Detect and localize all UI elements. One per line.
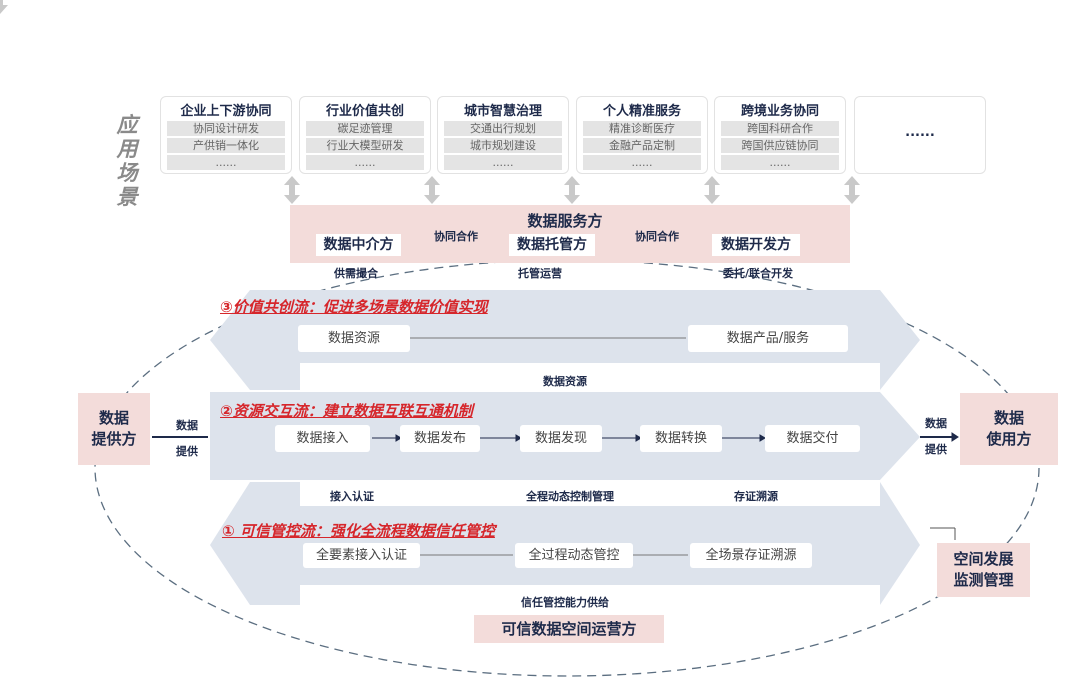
trust-link-strip <box>300 585 880 613</box>
data-resources-box[interactable]: 数据资源 <box>298 325 410 352</box>
consumer-name: 数据 <box>993 409 1024 427</box>
provide-label: 数据 <box>925 417 947 430</box>
scenario-card[interactable]: 个人精准服务精准诊断医疗金融产品定制...... <box>576 96 708 174</box>
step-box[interactable]: 全场景存证溯源 <box>690 543 812 568</box>
step-box[interactable]: 数据交付 <box>765 425 860 452</box>
monitor-label: 空间发展 <box>953 550 1014 568</box>
provider-name: 数据 <box>98 409 129 427</box>
resource-link-strip <box>300 482 880 506</box>
scenario-item: 产供销一体化 <box>167 138 285 153</box>
scenario-item: 跨国科研合作 <box>721 121 839 136</box>
trusted-space-operator-box[interactable]: 可信数据空间运营方 <box>474 615 664 643</box>
scenario-title: 个人精准服务 <box>602 104 681 119</box>
scenario-item: 交通出行规划 <box>444 121 562 136</box>
value-link-strip <box>300 363 880 390</box>
cooperation-label: 协同合作 <box>434 230 478 243</box>
scenario-item: ...... <box>306 155 424 170</box>
scenario-title: 跨境业务协同 <box>740 104 819 119</box>
link-label: 接入认证 <box>330 490 374 503</box>
scenario-card[interactable]: 企业上下游协同协同设计研发产供销一体化...... <box>160 96 292 174</box>
data-service-provider-title: 数据服务方 <box>527 212 603 230</box>
scenario-item: ...... <box>444 155 562 170</box>
link-label: 信任管控能力供给 <box>521 596 609 609</box>
provide-label: 提供 <box>925 443 947 456</box>
link-label: 存证溯源 <box>734 490 778 503</box>
scenario-item: 行业大模型研发 <box>306 138 424 153</box>
scenario-item: 城市规划建设 <box>444 138 562 153</box>
scenario-title: ...... <box>905 125 935 140</box>
consumer-name: 使用方 <box>986 430 1032 448</box>
scenario-title: 行业价值共创 <box>325 104 404 119</box>
scenario-card[interactable]: 行业价值共创碳足迹管理行业大模型研发...... <box>299 96 431 174</box>
link-label: 托管运营 <box>518 267 562 280</box>
scenario-item: ...... <box>721 155 839 170</box>
scenario-item: ...... <box>583 155 701 170</box>
monitor-label: 监测管理 <box>953 571 1014 589</box>
scenario-item: 精准诊断医疗 <box>583 121 701 136</box>
double-arrows <box>0 0 860 204</box>
step-box[interactable]: 数据发布 <box>400 425 480 452</box>
trust-flow-title: ① 可信管控流：强化全流程数据信任管控 <box>222 522 495 540</box>
provide-label: 提供 <box>176 445 198 458</box>
cooperation-label: 协同合作 <box>635 230 679 243</box>
data-custodian[interactable]: 数据托管方 <box>509 234 595 256</box>
scenario-item: 碳足迹管理 <box>306 121 424 136</box>
step-box[interactable]: 数据接入 <box>275 425 370 452</box>
scenario-card[interactable]: 城市智慧治理交通出行规划城市规划建设...... <box>437 96 569 174</box>
value-flow-title: ③价值共创流：促进多场景数据价值实现 <box>220 298 488 316</box>
link-label: 全程动态控制管理 <box>526 490 614 503</box>
scenario-title: 企业上下游协同 <box>180 104 272 119</box>
provider-name: 提供方 <box>91 430 137 448</box>
link-label: 供需撮合 <box>334 267 378 280</box>
link-label: 数据资源 <box>543 375 587 388</box>
scenario-item: 跨国供应链协同 <box>721 138 839 153</box>
scenario-item: ...... <box>167 155 285 170</box>
data-products-box[interactable]: 数据产品/服务 <box>688 325 848 352</box>
side-label-application-scenarios: 应用场景 <box>116 113 138 209</box>
data-developer[interactable]: 数据开发方 <box>712 234 800 256</box>
space-monitoring-box[interactable]: 空间发展监测管理 <box>937 543 1030 597</box>
data-intermediary[interactable]: 数据中介方 <box>316 234 401 256</box>
data-consumer-box[interactable]: 数据使用方 <box>960 393 1058 465</box>
scenario-title: 城市智慧治理 <box>463 104 542 119</box>
step-box[interactable]: 数据发现 <box>520 425 602 452</box>
scenario-card[interactable]: 跨境业务协同跨国科研合作跨国供应链协同...... <box>714 96 846 174</box>
scenario-item: 金融产品定制 <box>583 138 701 153</box>
scenario-item: 协同设计研发 <box>167 121 285 136</box>
resource-flow-title: ②资源交互流：建立数据互联互通机制 <box>220 402 473 420</box>
step-box[interactable]: 全要素接入认证 <box>303 543 420 568</box>
step-box[interactable]: 全过程动态管控 <box>515 543 633 568</box>
link-label: 委托/联合开发 <box>722 267 794 280</box>
space-boundary-ellipse <box>94 259 1040 677</box>
data-provider-box[interactable]: 数据提供方 <box>78 393 150 465</box>
scenario-card-more[interactable]: ...... <box>854 96 986 174</box>
step-box[interactable]: 数据转换 <box>640 425 722 452</box>
provide-label: 数据 <box>176 419 198 432</box>
